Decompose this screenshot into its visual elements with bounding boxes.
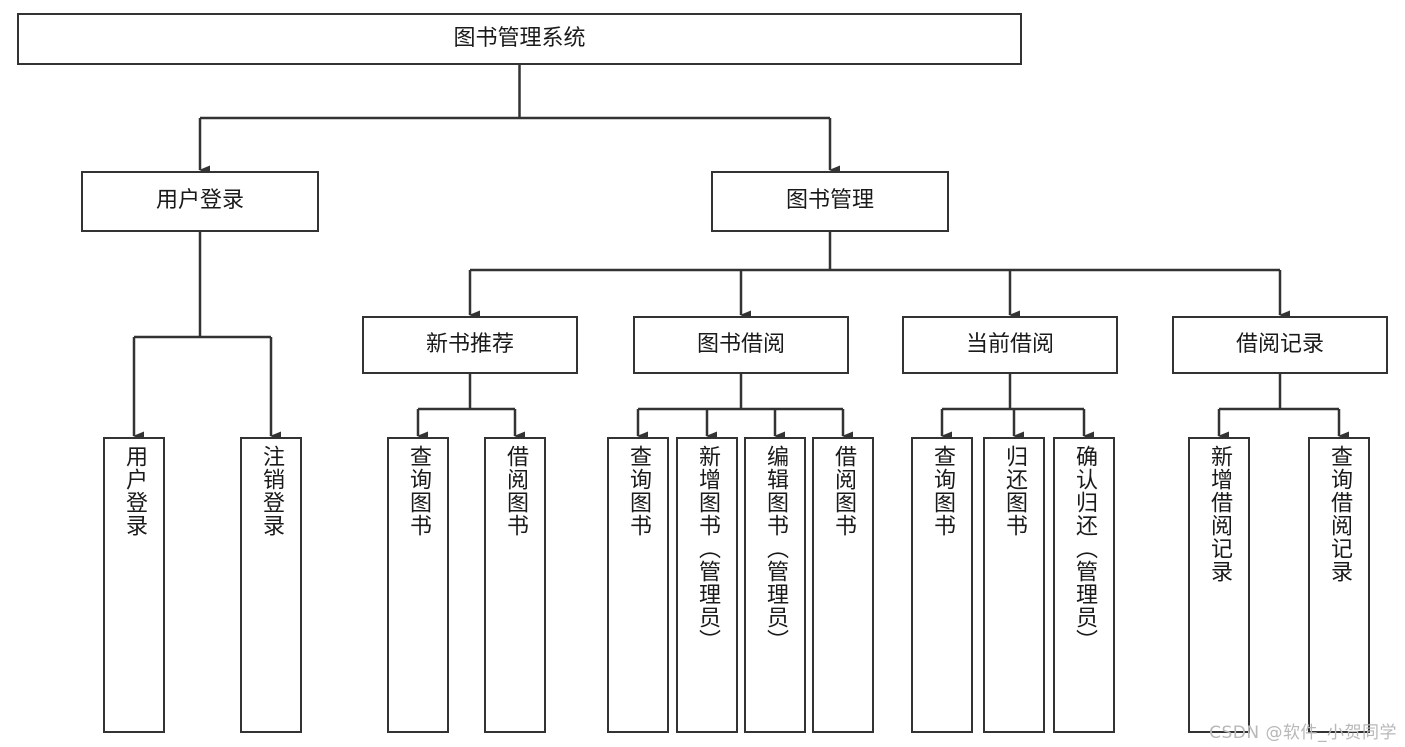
node-label: 查询借阅记录 [1326,445,1352,583]
node-root[interactable]: 图书管理系统 [17,13,1022,65]
node-newbook[interactable]: 新书推荐 [362,316,578,374]
node-label: 图书管理系统 [453,25,586,51]
node-label: 新书推荐 [425,331,514,357]
node-label: 用户登录 [155,188,244,214]
node-leaf_login_1[interactable]: 用户登录 [103,437,165,733]
node-label: 借阅图书 [502,445,528,537]
node-label: 确认归还（管理员） [1071,445,1097,652]
node-leaf_login_2[interactable]: 注销登录 [240,437,302,733]
node-label: 用户登录 [121,445,147,537]
node-leaf_cur_2[interactable]: 归还图书 [983,437,1045,733]
node-login[interactable]: 用户登录 [81,171,319,232]
node-leaf_new_2[interactable]: 借阅图书 [484,437,546,733]
node-leaf_cur_1[interactable]: 查询图书 [911,437,973,733]
node-current[interactable]: 当前借阅 [902,316,1118,374]
node-bookmgmt[interactable]: 图书管理 [711,171,949,232]
node-leaf_cur_3[interactable]: 确认归还（管理员） [1053,437,1115,733]
node-leaf_rec_2[interactable]: 查询借阅记录 [1308,437,1370,733]
node-label: 图书管理 [785,188,874,214]
node-label: 注销登录 [258,445,284,537]
node-label: 借阅图书 [830,445,856,537]
node-label: 借阅记录 [1235,331,1324,357]
node-label: 编辑图书（管理员） [762,445,788,652]
node-leaf_bor_1[interactable]: 查询图书 [607,437,669,733]
node-label: 查询图书 [929,445,955,537]
node-label: 新增借阅记录 [1206,445,1232,583]
node-leaf_bor_3[interactable]: 编辑图书（管理员） [744,437,806,733]
node-leaf_rec_1[interactable]: 新增借阅记录 [1188,437,1250,733]
node-borrow[interactable]: 图书借阅 [633,316,849,374]
node-leaf_new_1[interactable]: 查询图书 [387,437,449,733]
node-leaf_bor_4[interactable]: 借阅图书 [812,437,874,733]
node-records[interactable]: 借阅记录 [1172,316,1388,374]
node-label: 查询图书 [625,445,651,537]
node-label: 图书借阅 [696,331,785,357]
node-label: 新增图书（管理员） [694,445,720,652]
node-label: 当前借阅 [965,331,1054,357]
node-label: 查询图书 [405,445,431,537]
node-label: 归还图书 [1001,445,1027,537]
node-leaf_bor_2[interactable]: 新增图书（管理员） [676,437,738,733]
